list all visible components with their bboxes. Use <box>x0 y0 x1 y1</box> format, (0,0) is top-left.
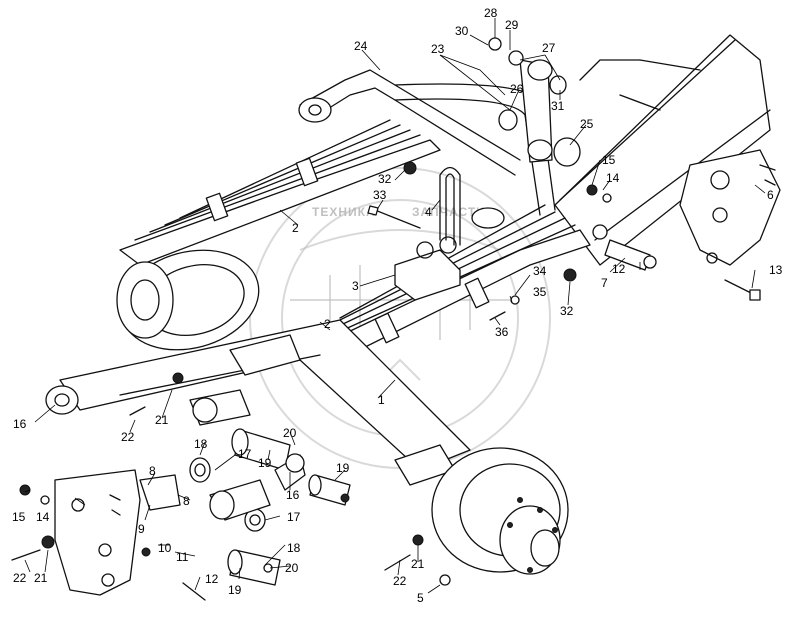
label-19b: 19 <box>228 583 242 597</box>
right-brake-drum <box>431 447 569 575</box>
label-3: 3 <box>352 279 359 293</box>
label-18a: 18 <box>287 541 301 555</box>
left-brake-drum <box>116 249 260 351</box>
small-fasteners <box>11 161 612 601</box>
label-8a: 8 <box>149 464 156 478</box>
shackle-parts <box>139 389 271 521</box>
leader-lines <box>24 18 766 594</box>
label-12a: 12 <box>205 572 219 586</box>
label-29: 29 <box>505 18 519 32</box>
label-34: 34 <box>533 264 547 278</box>
bolt-33 <box>367 205 421 229</box>
label-14a: 14 <box>36 510 50 524</box>
label-32a: 32 <box>378 172 392 186</box>
leaf-spring-upper <box>119 119 441 266</box>
watermark-text-right: ЗАПЧАСТИ <box>412 205 486 219</box>
label-16a: 16 <box>13 417 27 431</box>
u-bolt <box>439 166 461 246</box>
label-19c: 19 <box>336 461 350 475</box>
label-33: 33 <box>373 188 387 202</box>
label-1: 1 <box>378 393 385 407</box>
label-5: 5 <box>417 591 424 605</box>
spring-pad <box>394 236 461 301</box>
label-23: 23 <box>431 42 445 56</box>
label-21c: 21 <box>411 557 425 571</box>
label-22b: 22 <box>13 571 27 585</box>
label-20a: 20 <box>283 426 297 440</box>
label-31: 31 <box>551 99 565 113</box>
label-35: 35 <box>533 285 547 299</box>
pin-19-right <box>308 474 351 506</box>
front-hanger-bracket <box>54 469 141 596</box>
label-8b: 8 <box>183 494 190 508</box>
label-10: 10 <box>158 541 172 555</box>
pin-19-upper <box>231 428 291 471</box>
label-15a: 15 <box>12 510 26 524</box>
label-12b: 12 <box>612 262 626 276</box>
label-32b: 32 <box>560 304 574 318</box>
label-11: 11 <box>176 550 189 564</box>
label-36: 36 <box>495 325 509 339</box>
label-24: 24 <box>354 39 368 53</box>
label-22c: 22 <box>393 574 407 588</box>
axle-beam <box>59 319 471 486</box>
torque-rod <box>298 69 556 229</box>
frame-rail <box>554 34 771 266</box>
bushing-17 <box>189 457 266 532</box>
label-21a: 21 <box>155 413 169 427</box>
label-20b: 20 <box>285 561 299 575</box>
bolt-13 <box>724 279 761 301</box>
label-17b: 17 <box>238 447 252 461</box>
label-4: 4 <box>425 205 432 219</box>
label-25: 25 <box>580 117 594 131</box>
label-16b: 16 <box>286 488 300 502</box>
label-9: 9 <box>138 522 145 536</box>
label-2a: 2 <box>292 221 299 235</box>
pin-19-lower <box>227 549 281 586</box>
part-labels: 1 2 2 3 4 5 6 7 8 8 9 10 11 12 12 13 14 … <box>12 6 783 605</box>
rear-hanger-bracket <box>679 149 781 266</box>
stabilizer-link <box>488 37 581 167</box>
label-6: 6 <box>767 188 774 202</box>
watermark-text-left: ТЕХНИКА <box>312 205 376 219</box>
label-19a: 19 <box>258 456 272 470</box>
label-15b: 15 <box>602 153 616 167</box>
label-28: 28 <box>484 6 498 20</box>
label-2b: 2 <box>324 317 331 331</box>
label-13: 13 <box>769 263 783 277</box>
label-7: 7 <box>601 276 608 290</box>
label-17a: 17 <box>287 510 301 524</box>
label-21b: 21 <box>34 571 48 585</box>
label-30: 30 <box>455 24 469 38</box>
pin-rear <box>592 224 657 271</box>
label-27: 27 <box>542 41 556 55</box>
label-22a: 22 <box>121 430 135 444</box>
label-14b: 14 <box>606 171 620 185</box>
label-18b: 18 <box>194 437 208 451</box>
label-26: 26 <box>510 82 524 96</box>
